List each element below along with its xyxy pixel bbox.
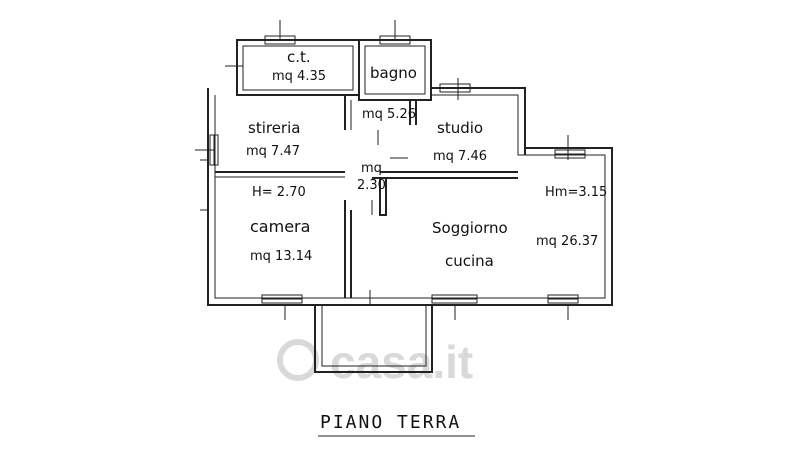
room-stireria-area: mq 7.47 — [246, 144, 300, 159]
room-disimpegno-area-top: mq — [361, 161, 382, 176]
room-ct-name: c.t. — [287, 48, 311, 66]
watermark: casa.it — [277, 336, 473, 388]
room-stireria: stireria mq 7.47 — [246, 119, 300, 159]
room-ct: c.t. mq 4.35 — [272, 48, 326, 84]
floor-title: PIANO TERRA — [320, 412, 461, 433]
room-stireria-name: stireria — [248, 119, 300, 137]
room-disimpegno: mq 2.30 — [357, 161, 386, 193]
room-camera-name: camera — [250, 217, 310, 236]
room-camera-height: H= 2.70 — [252, 185, 306, 200]
room-ct-area: mq 4.35 — [272, 69, 326, 84]
tick-marks — [195, 20, 569, 320]
room-soggiorno-name-line1: Soggiorno — [432, 219, 508, 237]
room-studio-area: mq 7.46 — [433, 149, 487, 164]
watermark-text: casa.it — [330, 336, 473, 388]
room-soggiorno-area: mq 26.37 — [536, 234, 598, 249]
room-studio-name: studio — [437, 119, 483, 137]
room-bagno: bagno mq 5.26 — [362, 64, 417, 122]
room-camera: H= 2.70 camera mq 13.14 — [250, 185, 312, 264]
room-studio: studio mq 7.46 — [433, 119, 487, 164]
walls — [200, 39, 613, 373]
room-soggiorno: Hm=3.15 Soggiorno cucina mq 26.37 — [432, 185, 607, 270]
room-disimpegno-area-bottom: 2.30 — [357, 178, 386, 193]
room-bagno-area: mq 5.26 — [362, 107, 416, 122]
room-camera-area: mq 13.14 — [250, 249, 312, 264]
room-bagno-name: bagno — [370, 64, 417, 82]
room-soggiorno-height: Hm=3.15 — [545, 185, 607, 200]
room-soggiorno-name-line2: cucina — [445, 252, 494, 270]
